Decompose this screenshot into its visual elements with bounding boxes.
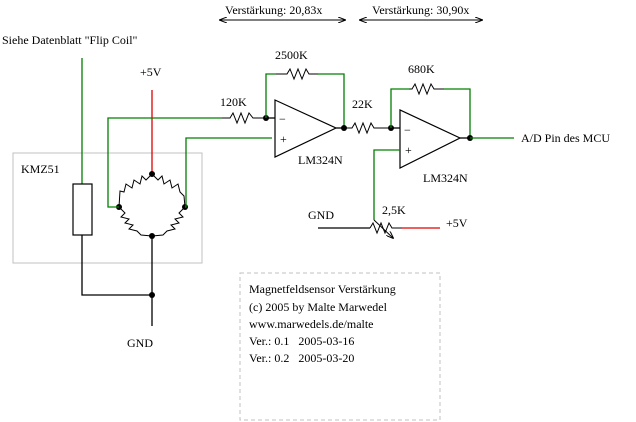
- pot-gnd-label: GND: [308, 208, 334, 222]
- bridge-left-to-r120k: [107, 117, 222, 208]
- gnd-label: GND: [127, 336, 153, 350]
- gain-label-stage1: Verstärkung: 20,83x: [225, 3, 322, 17]
- flip-coil: [72, 183, 93, 236]
- opamp2-plus-to-pot: [373, 149, 400, 220]
- feedback2-left: [390, 88, 409, 128]
- opamp1-label: LM324N: [298, 153, 343, 167]
- r120k-label: 120K: [220, 95, 247, 109]
- info-line: Magnetfeldsensor Verstärkung: [249, 282, 396, 296]
- resistor-2500k: [276, 67, 318, 81]
- pot-wiper-arrow: [373, 219, 393, 238]
- info-line: www.marwedels.de/malte: [249, 317, 374, 331]
- opamp2-label: LM324N: [423, 171, 468, 185]
- gain-label-stage2: Verstärkung: 30,90x: [372, 3, 469, 17]
- info-line: Ver.: 0.2 2005-03-20: [249, 351, 354, 365]
- resistor-680k: [409, 82, 444, 96]
- opamp1: [274, 99, 338, 158]
- supply-label: +5V: [140, 65, 162, 79]
- bridge-right-to-opamp1-plus: [185, 137, 272, 208]
- opamp1-minus-sign: −: [279, 112, 286, 126]
- info-line: (c) 2005 by Malte Marwedel: [249, 300, 388, 314]
- wheatstone-bridge: [118, 173, 186, 237]
- kmz51-label: KMZ51: [21, 162, 60, 176]
- feedback1-right: [318, 73, 345, 128]
- gnd-junction: [149, 292, 155, 298]
- info-line: Ver.: 0.1 2005-03-16: [249, 334, 354, 348]
- datasheet-note: Siehe Datenblatt "Flip Coil": [2, 33, 138, 47]
- opamp2-plus-sign: +: [405, 143, 412, 157]
- resistor-120k: [222, 111, 264, 125]
- feedback1-left: [265, 73, 276, 118]
- r22k-label: 22K: [352, 97, 373, 111]
- bridge-node-top: [149, 171, 155, 177]
- opamp2: [399, 109, 462, 169]
- pot-vcc-label: +5V: [446, 216, 468, 230]
- opamp1-plus-sign: +: [280, 132, 287, 146]
- opamp2-minus-sign: −: [404, 123, 411, 137]
- pot-label: 2,5K: [382, 203, 406, 217]
- resistor-22k: [344, 121, 390, 135]
- output-label: A/D Pin des MCU: [521, 131, 610, 145]
- flip-coil-wire-bottom: [81, 235, 152, 296]
- r2500k-label: 2500K: [275, 48, 308, 62]
- r680k-label: 680K: [408, 62, 435, 76]
- feedback2-right: [444, 88, 471, 138]
- info-box: [239, 272, 441, 421]
